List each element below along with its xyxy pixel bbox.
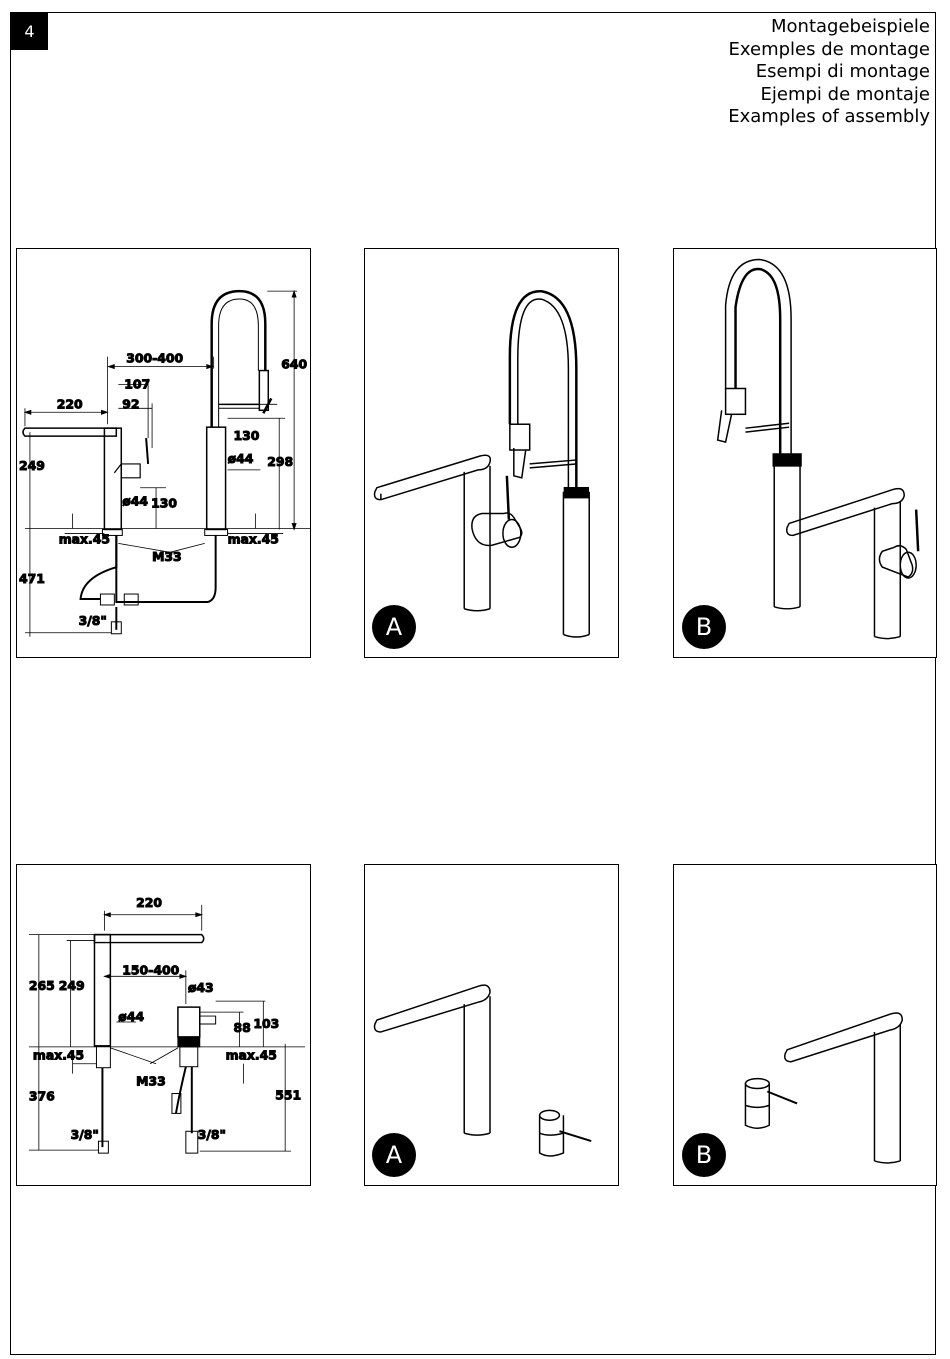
page-number: 4 — [11, 13, 48, 50]
dim-640: 640 — [281, 357, 307, 372]
dim-max45-left: max.45 — [59, 531, 110, 546]
faucet-illustration-a-standard — [373, 984, 592, 1157]
dim-m33: M33 — [152, 549, 182, 564]
assembly-example-a-top: A — [364, 248, 619, 658]
dim-max45-right: max.45 — [228, 531, 279, 546]
assembly-example-b-top: B — [673, 248, 937, 658]
dim-130-top: 130 — [234, 428, 260, 443]
faucet-illustration-b-standard — [744, 1012, 904, 1164]
dim-551: 551 — [275, 1087, 301, 1102]
dim-max45-right: max.45 — [226, 1048, 277, 1063]
dim-diameter-44: ø44 — [118, 1009, 144, 1024]
dim-249: 249 — [59, 978, 85, 993]
dim-diameter-44-left: ø44 — [122, 494, 148, 509]
dim-diameter-43: ø43 — [188, 980, 214, 995]
dim-249: 249 — [19, 458, 45, 473]
dim-3-8-inch: 3/8" — [79, 613, 107, 628]
title-english: Examples of assembly — [728, 106, 930, 127]
dim-220: 220 — [57, 396, 83, 411]
dim-max45-left: max.45 — [33, 1048, 84, 1063]
badge-b-bottom: B — [682, 1133, 726, 1177]
title-spanish: Ejempi de montaje — [760, 83, 930, 105]
dim-88: 88 — [234, 1020, 251, 1035]
dim-265: 265 — [29, 978, 55, 993]
faucet-illustration-b-pullout — [716, 258, 920, 640]
dim-300-400: 300-400 — [126, 351, 183, 366]
badge-a-top: A — [372, 605, 416, 649]
assembly-example-a-bottom: A — [364, 864, 619, 1186]
dim-3-8-inch-right: 3/8" — [198, 1127, 226, 1142]
assembly-example-b-bottom: B — [673, 864, 937, 1186]
title-german: Montagebeispiele — [771, 16, 930, 37]
dim-376: 376 — [29, 1088, 55, 1103]
title-block: Montagebeispiele Exemples de montage Ese… — [728, 16, 930, 129]
dimension-drawing-standard: 220 150-400 265 249 ø43 ø44 88 103 max.4… — [16, 864, 311, 1186]
standard-faucet-dimension-diagram: 220 150-400 265 249 ø43 ø44 88 103 max.4… — [28, 894, 306, 1154]
dim-diameter-44-right: ø44 — [228, 451, 254, 466]
dim-m33: M33 — [136, 1074, 166, 1089]
dim-220: 220 — [136, 895, 162, 910]
dim-107: 107 — [124, 376, 150, 391]
dimension-drawing-pullout: 300-400 640 107 220 92 130 249 ø44 298 ø… — [16, 248, 311, 658]
badge-b-top: B — [682, 605, 726, 649]
title-french: Exemples de montage — [728, 38, 930, 60]
dim-103: 103 — [253, 1016, 279, 1031]
dim-150-400: 150-400 — [122, 962, 179, 977]
page-frame — [10, 12, 936, 1355]
dim-130-bottom: 130 — [151, 496, 177, 511]
dim-3-8-inch-left: 3/8" — [71, 1127, 99, 1142]
dim-471: 471 — [19, 571, 45, 586]
faucet-illustration-a-pullout — [373, 290, 590, 638]
title-italian: Esempi di montage — [755, 61, 930, 82]
dim-92: 92 — [122, 396, 139, 411]
dim-298: 298 — [267, 454, 293, 469]
badge-a-bottom: A — [372, 1133, 416, 1177]
pullout-faucet-dimension-diagram: 300-400 640 107 220 92 130 249 ø44 298 ø… — [18, 289, 310, 637]
